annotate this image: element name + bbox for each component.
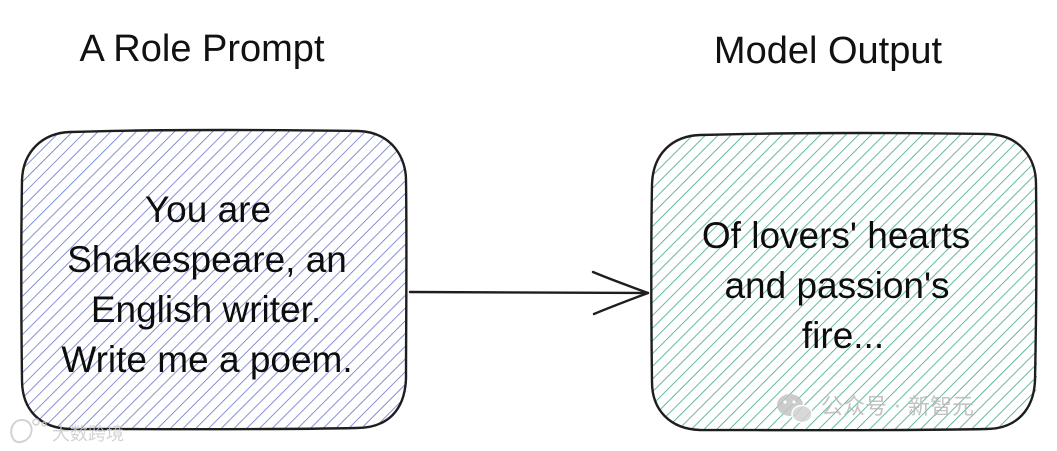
output-line: Of lovers' hearts <box>702 215 970 256</box>
prompt-line: Shakespeare, an <box>67 239 347 280</box>
prompt-line: You are <box>145 189 271 230</box>
output-box: Of lovers' hearts and passion's fire... <box>650 131 1038 432</box>
arrow-shaft <box>408 290 650 295</box>
arrow-head <box>591 270 650 316</box>
prompt-box: You are Shakespeare, an English writer. … <box>20 128 408 431</box>
weibo-logo-icon <box>10 418 47 444</box>
prompt-box-border <box>20 128 408 431</box>
output-line: fire... <box>802 315 884 356</box>
output-box-border <box>650 131 1038 432</box>
wechat-logo-icon <box>777 394 813 424</box>
prompt-line: Write me a poem. <box>61 339 352 380</box>
watermark-left: 大数跨境 <box>10 418 124 445</box>
output-heading: Model Output <box>714 30 943 72</box>
watermark-right-text: 公众号 · 新智元 <box>821 395 974 420</box>
prompt-box-fill <box>21 131 407 429</box>
watermark-right: 公众号 · 新智元 <box>777 394 974 424</box>
output-box-fill <box>651 134 1037 430</box>
output-line: and passion's <box>724 265 949 306</box>
prompt-line: English writer. <box>91 289 321 330</box>
right-arrow-icon <box>408 270 650 316</box>
watermark-left-text: 大数跨境 <box>52 424 124 445</box>
prompt-heading: A Role Prompt <box>80 28 325 70</box>
